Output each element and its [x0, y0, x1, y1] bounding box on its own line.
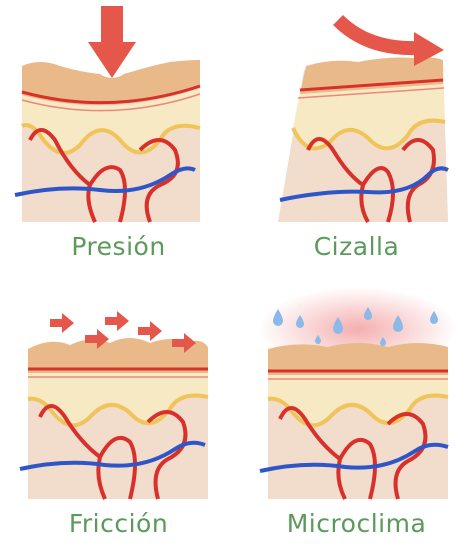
panel-microclima: Microclima	[238, 277, 475, 554]
caption-microclima: Microclima	[238, 509, 475, 538]
skin-block-friccion	[0, 277, 237, 507]
panel-friccion: Fricción	[0, 277, 237, 554]
panel-presion: Presión	[0, 0, 237, 277]
skin-block-presion	[0, 0, 237, 230]
skin-block-microclima	[238, 277, 475, 507]
panel-cizalla: Cizalla	[238, 0, 475, 277]
down-arrow-icon	[88, 6, 136, 78]
caption-cizalla: Cizalla	[238, 232, 475, 261]
caption-presion: Presión	[0, 232, 237, 261]
skin-block-cizalla	[238, 0, 475, 230]
caption-friccion: Fricción	[0, 509, 237, 538]
